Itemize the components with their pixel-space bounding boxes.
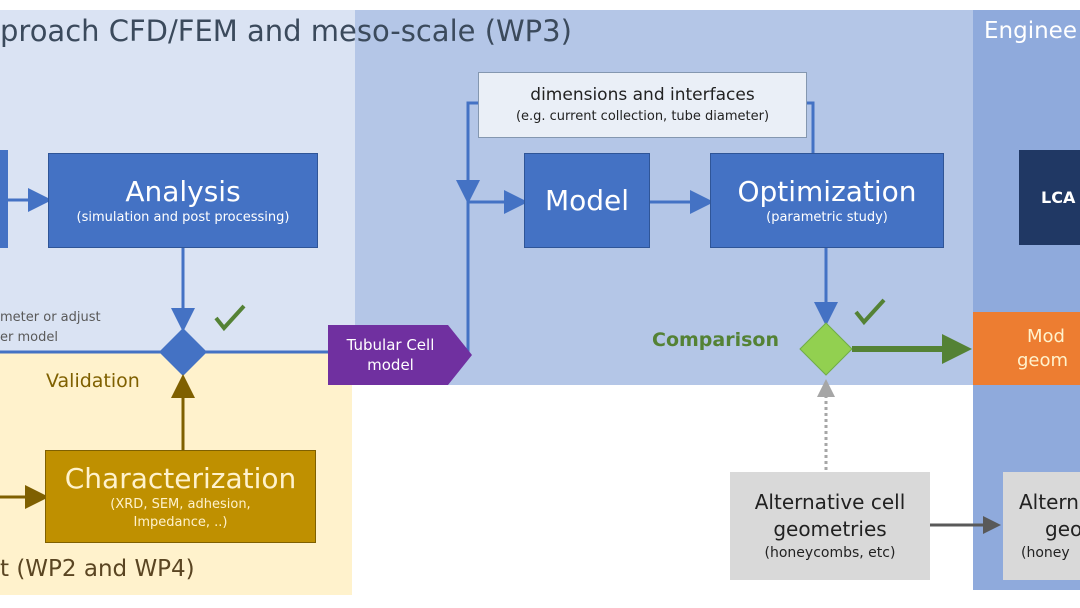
alternative-cell-box[interactable]: Alternative cell geometries (honeycombs,… (730, 472, 930, 580)
model-title: Model (544, 183, 630, 217)
analysis-title: Analysis (125, 174, 241, 208)
validation-label: Validation (46, 370, 140, 392)
check-icon (214, 304, 246, 332)
loop-note: meter or adjust er model (0, 308, 101, 348)
characterization-subtitle: (XRD, SEM, adhesion, (110, 496, 251, 512)
orange-line: Mod (1027, 325, 1065, 347)
dimensions-box[interactable]: dimensions and interfaces (e.g. current … (478, 72, 807, 138)
alt-cell-sub: (honeycombs, etc) (764, 545, 896, 561)
alt-right-line: Altern (1019, 490, 1079, 514)
tubular-line: model (367, 356, 414, 374)
lca-box[interactable]: LCA (1019, 150, 1080, 245)
alt-right-line: geo (1045, 517, 1080, 541)
analysis-subtitle: (simulation and post processing) (76, 209, 290, 225)
experiment-label: t (WP2 and WP4) (0, 556, 195, 582)
partial-box (0, 150, 8, 248)
comparison-label: Comparison (652, 329, 779, 351)
alternative-right-box[interactable]: Altern geo (honey (1003, 472, 1080, 580)
comparison-diamond (799, 322, 853, 376)
check-icon (854, 298, 886, 326)
analysis-box[interactable]: Analysis (simulation and post processing… (48, 153, 318, 248)
validation-diamond (159, 328, 207, 376)
model-box[interactable]: Model (524, 153, 650, 248)
alt-right-sub: (honey (1021, 545, 1070, 561)
tubular-cell-shape (328, 325, 472, 385)
dimensions-subtitle: (e.g. current collection, tube diameter) (515, 109, 770, 124)
characterization-box[interactable]: Characterization (XRD, SEM, adhesion, Im… (45, 450, 316, 543)
characterization-subtitle: Impedance, ..) (133, 514, 228, 530)
dimensions-title: dimensions and interfaces (530, 85, 755, 105)
characterization-title: Characterization (64, 461, 297, 495)
title-left: proach CFD/FEM and meso-scale (WP3) (0, 14, 572, 48)
optimization-title: Optimization (737, 174, 917, 208)
lca-title: LCA (1041, 188, 1076, 207)
optimization-subtitle: (parametric study) (766, 209, 888, 225)
tubular-line: Tubular Cell (346, 336, 435, 354)
alt-cell-line: geometries (773, 517, 887, 541)
loop-note-line: er model (0, 330, 58, 345)
optimization-box[interactable]: Optimization (parametric study) (710, 153, 944, 248)
alt-cell-line: Alternative cell (754, 490, 906, 514)
title-right: Enginee (984, 18, 1077, 44)
orange-line: geom (1017, 349, 1069, 371)
tubular-cell-model[interactable]: Tubular Cell model (328, 325, 453, 385)
orange-box[interactable]: Mod geom (973, 312, 1080, 385)
loop-note-line: meter or adjust (0, 310, 101, 325)
